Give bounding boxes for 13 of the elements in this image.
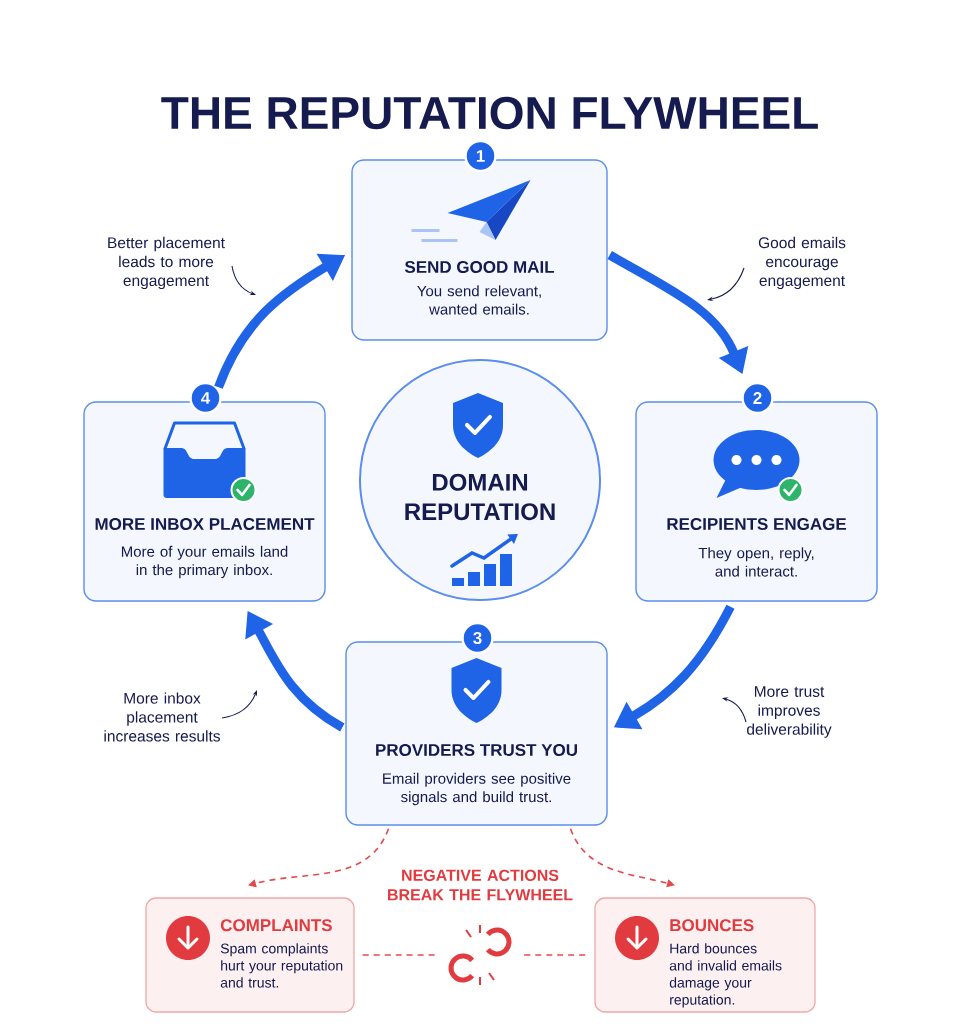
title: THE REPUTATION FLYWHEEL	[161, 96, 818, 130]
dashed-line	[361, 954, 437, 956]
edge-label: More inbox placement increases results	[104, 692, 220, 742]
dashed-arrow	[569, 827, 675, 888]
edge-label: Better placement leads to more engagement	[108, 236, 225, 290]
edge-label: More trust improves deliverability	[747, 686, 832, 738]
warning-card: COMPLAINTS Spam complaints hurt your reputation and trust.	[145, 897, 355, 1013]
warning-card: BOUNCES Hard bounces and invalid emails damage your reputation.	[594, 897, 816, 1013]
warning-heading: NEGATIVE ACTIONS BREAK THE FLYWHEEL	[388, 869, 573, 901]
edge-label: Good emails encourage engagement	[758, 236, 846, 290]
dashed-arrow	[248, 827, 390, 888]
dashed-line	[523, 954, 588, 956]
broken-chain-icon	[448, 924, 512, 986]
